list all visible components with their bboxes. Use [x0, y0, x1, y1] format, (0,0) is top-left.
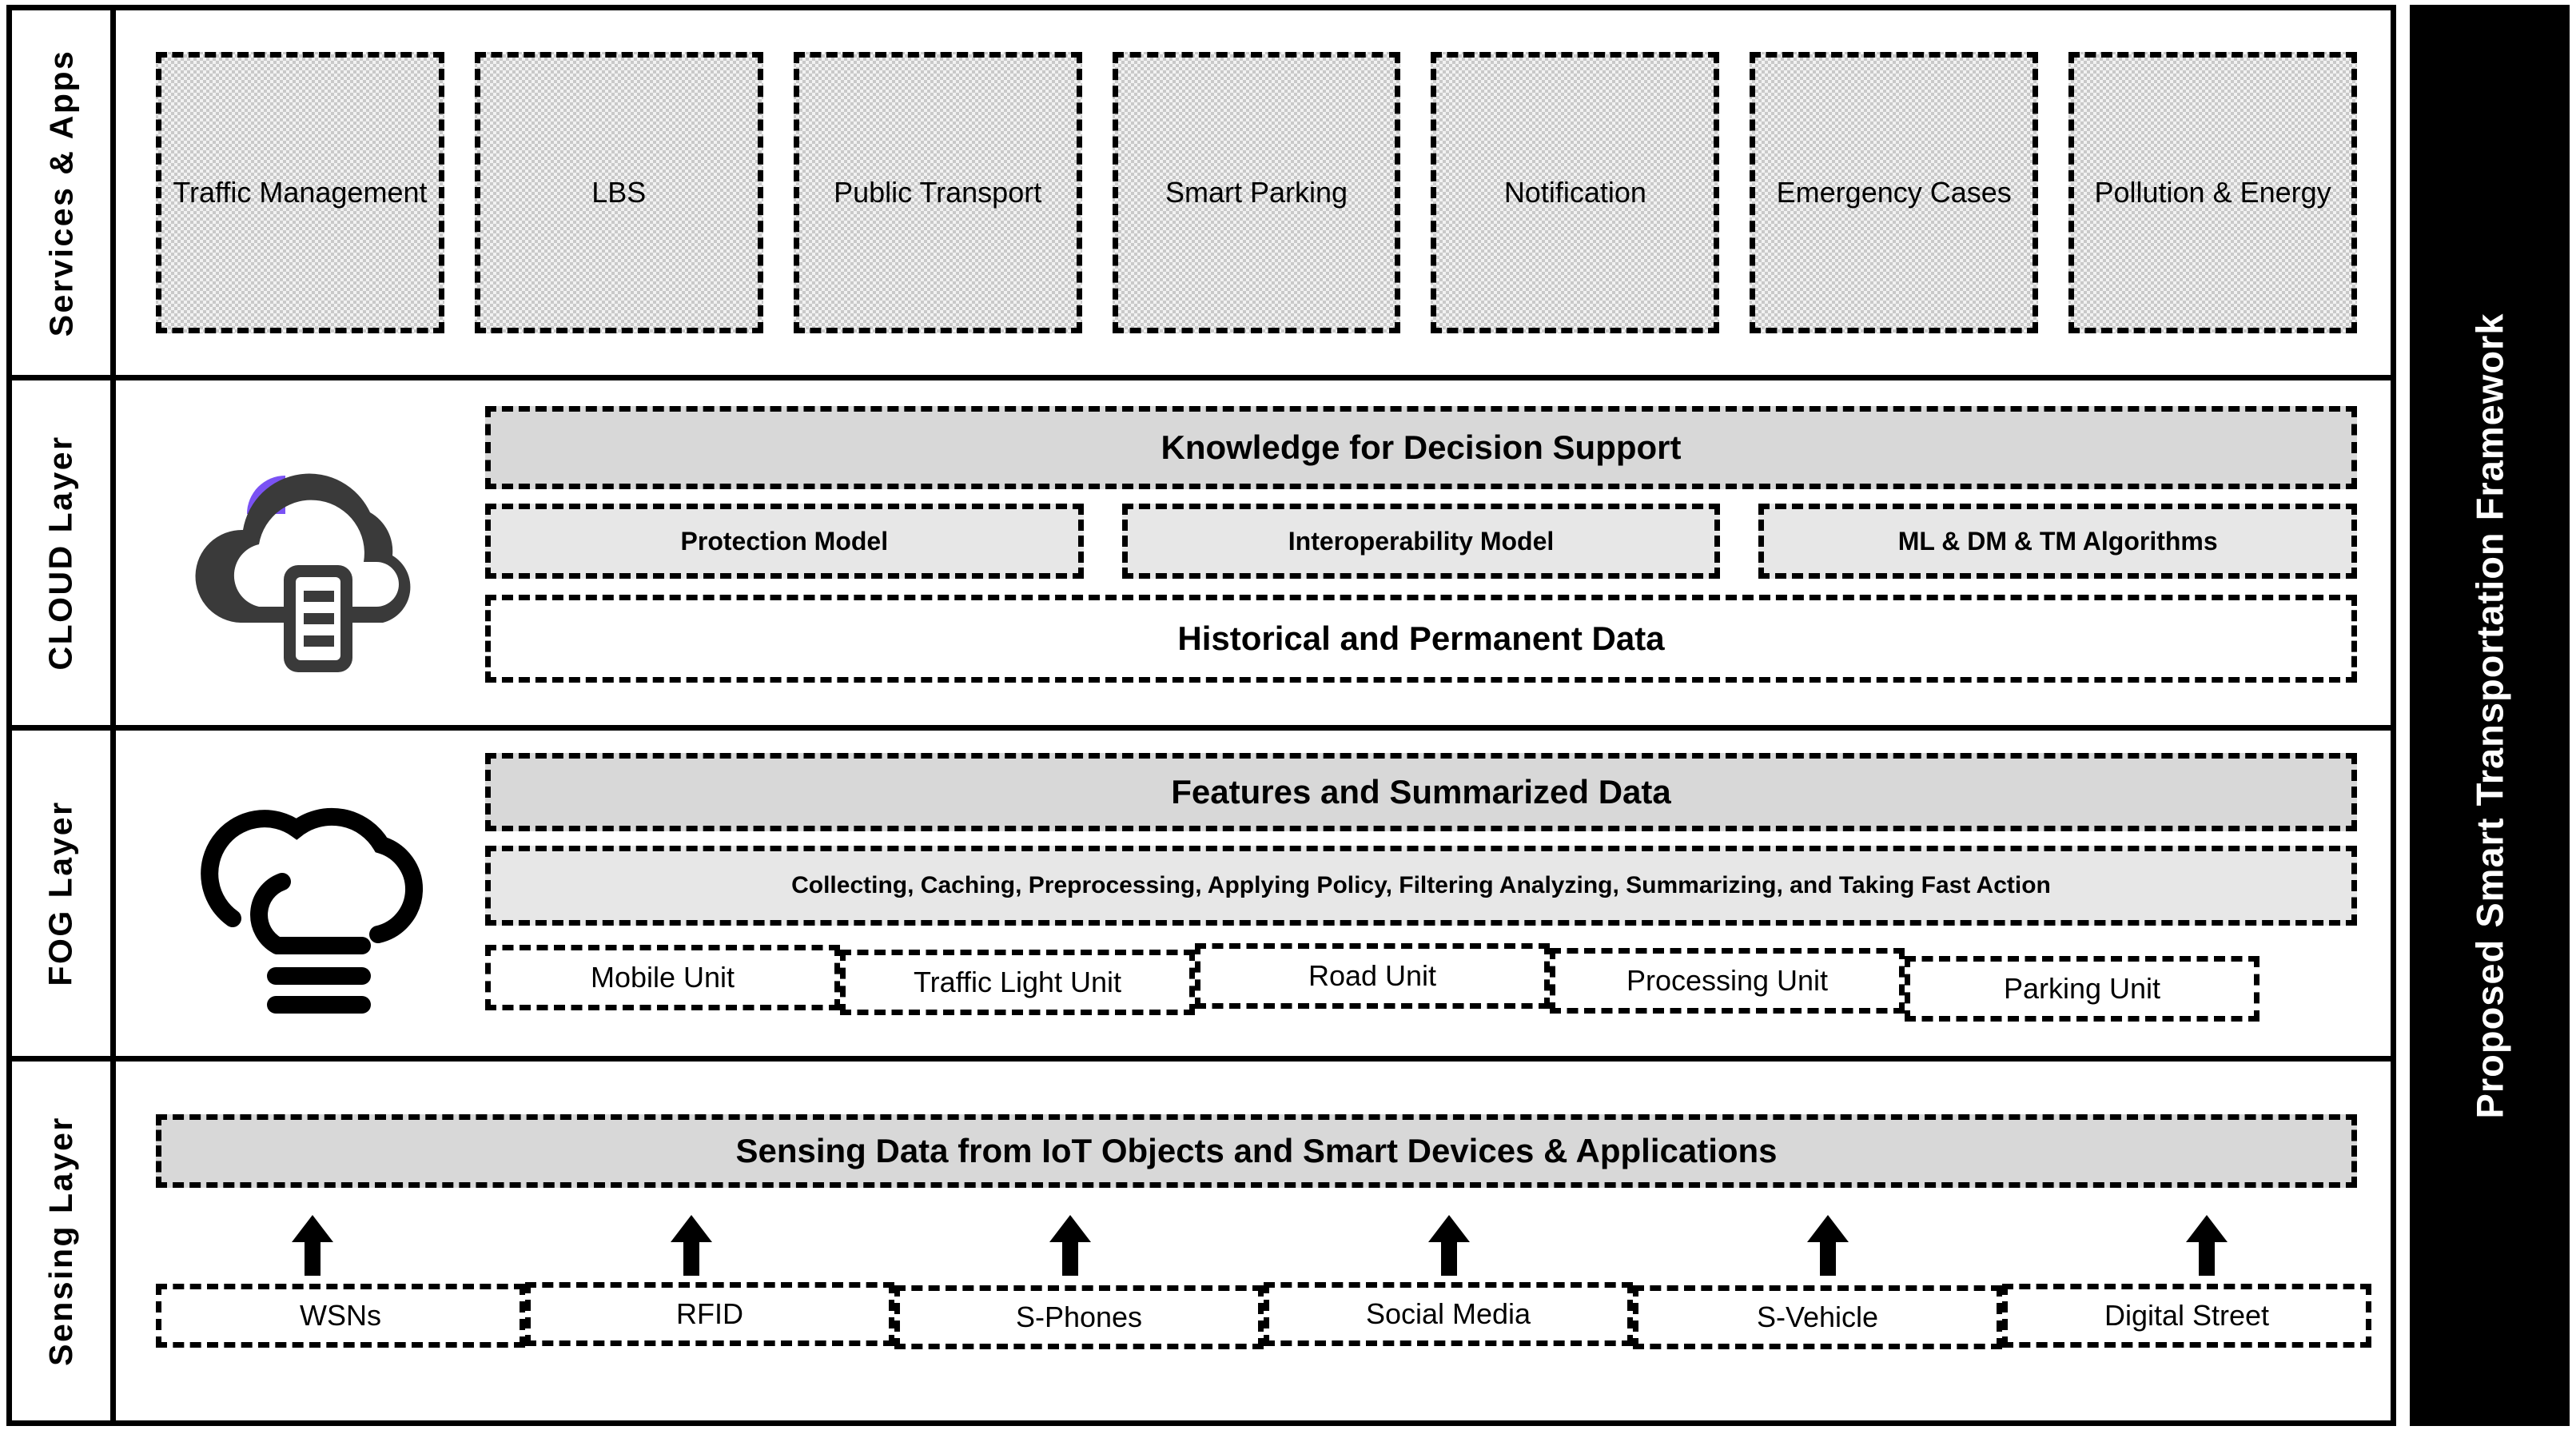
service-box-traffic-management[interactable]: Traffic Management	[156, 52, 444, 334]
cloud-historical-data-box[interactable]: Historical and Permanent Data	[485, 595, 2357, 683]
service-box-notification[interactable]: Notification	[1431, 52, 1720, 334]
layer-label-services: Services & Apps	[12, 10, 116, 376]
sensing-device-wsns[interactable]: WSNs	[156, 1283, 525, 1348]
fog-cloud-icon	[148, 750, 468, 1038]
service-box-lbs[interactable]: LBS	[474, 52, 763, 334]
up-arrow-icon-digital-street	[2184, 1214, 2229, 1276]
sensing-arrows-row	[156, 1196, 2357, 1276]
sensing-devices-row: WSNs RFID S-Phones Social Media S-Vehicl…	[156, 1281, 2371, 1351]
framework-title-bar: Proposed Smart Transportation Framework	[2410, 5, 2570, 1426]
up-arrow-icon-rfid	[669, 1214, 714, 1276]
layer-body-services: Traffic Management LBS Public Transport …	[116, 10, 2391, 375]
fog-unit-processing[interactable]: Processing Unit	[1550, 947, 1905, 1014]
layer-cloud: CLOUD Layer	[12, 380, 2391, 731]
service-box-public-transport[interactable]: Public Transport	[793, 52, 1082, 334]
layer-services-and-apps: Services & Apps Traffic Management LBS P…	[12, 10, 2391, 381]
sensing-content-stack: Sensing Data from IoT Objects and Smart …	[156, 1062, 2371, 1420]
fog-operations-box[interactable]: Collecting, Caching, Preprocessing, Appl…	[485, 845, 2357, 926]
service-box-pollution-and-energy[interactable]: Pollution & Energy	[2068, 52, 2358, 334]
up-arrow-icon-s-phones	[1048, 1214, 1093, 1276]
layer-fog: FOG Layer Features and Summarized Data C…	[12, 730, 2391, 1062]
cloud-content-stack: Knowledge for Decision Support Protectio…	[485, 398, 2358, 707]
up-arrow-icon-social-media	[1427, 1214, 1471, 1276]
cloud-document-icon	[148, 396, 468, 708]
sensing-device-digital-street[interactable]: Digital Street	[2002, 1283, 2371, 1348]
service-box-emergency-cases[interactable]: Emergency Cases	[1750, 52, 2039, 334]
framework-frame: Services & Apps Traffic Management LBS P…	[6, 5, 2396, 1426]
sensing-device-s-vehicle[interactable]: S-Vehicle	[1633, 1285, 2002, 1349]
up-arrow-icon-s-vehicle	[1806, 1214, 1850, 1276]
cloud-model-ml-dm-tm-algorithms[interactable]: ML & DM & TM Algorithms	[1758, 504, 2358, 580]
layer-label-cloud-text: CLOUD Layer	[42, 435, 79, 671]
fog-features-box[interactable]: Features and Summarized Data	[485, 752, 2357, 831]
cloud-knowledge-box[interactable]: Knowledge for Decision Support	[485, 406, 2357, 490]
fog-units-row: Mobile Unit Traffic Light Unit Road Unit…	[485, 942, 2357, 1030]
layer-sensing: Sensing Layer Sensing Data from IoT Obje…	[12, 1061, 2391, 1420]
layer-body-fog: Features and Summarized Data Collecting,…	[116, 731, 2391, 1056]
fog-content-stack: Features and Summarized Data Collecting,…	[485, 747, 2357, 1045]
fog-unit-traffic-light[interactable]: Traffic Light Unit	[840, 949, 1195, 1015]
layer-label-sensing: Sensing Layer	[12, 1061, 116, 1420]
layer-label-sensing-text: Sensing Layer	[42, 1115, 79, 1366]
sensing-device-s-phones[interactable]: S-Phones	[894, 1285, 1264, 1349]
layer-body-cloud: Knowledge for Decision Support Protectio…	[116, 380, 2391, 725]
framework-title-text: Proposed Smart Transportation Framework	[2468, 313, 2511, 1118]
layer-body-sensing: Sensing Data from IoT Objects and Smart …	[116, 1062, 2391, 1420]
cloud-model-interoperability[interactable]: Interoperability Model	[1121, 504, 1721, 580]
sensing-data-box[interactable]: Sensing Data from IoT Objects and Smart …	[156, 1113, 2357, 1188]
layer-label-fog: FOG Layer	[12, 730, 116, 1056]
fog-unit-road[interactable]: Road Unit	[1195, 942, 1550, 1009]
sensing-device-social-media[interactable]: Social Media	[1264, 1281, 1633, 1346]
services-box-row: Traffic Management LBS Public Transport …	[156, 52, 2358, 334]
cloud-model-protection[interactable]: Protection Model	[485, 504, 1084, 580]
layer-label-cloud: CLOUD Layer	[12, 380, 116, 725]
sensing-device-rfid[interactable]: RFID	[525, 1281, 894, 1346]
layer-label-services-text: Services & Apps	[42, 49, 80, 337]
up-arrow-icon-wsns	[290, 1214, 335, 1276]
cloud-models-row: Protection Model Interoperability Model …	[485, 504, 2358, 580]
fog-unit-mobile[interactable]: Mobile Unit	[485, 944, 840, 1010]
fog-unit-parking[interactable]: Parking Unit	[1905, 955, 2259, 1022]
layer-label-fog-text: FOG Layer	[42, 800, 79, 986]
service-box-smart-parking[interactable]: Smart Parking	[1112, 52, 1401, 334]
